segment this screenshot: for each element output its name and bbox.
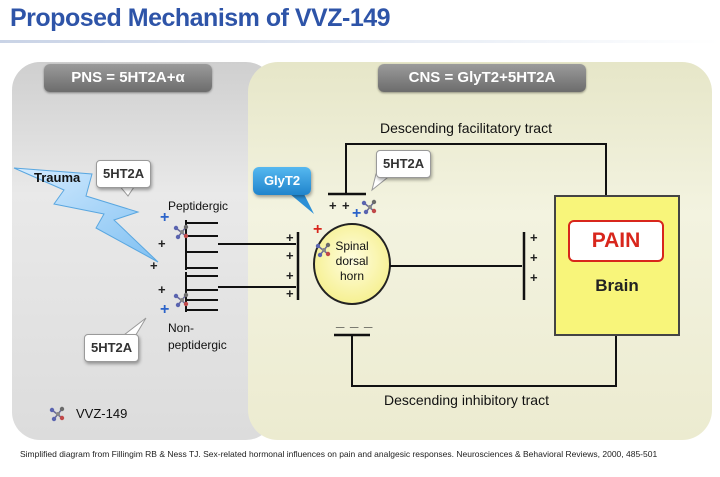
descending-inhibitory-tract [334, 333, 617, 387]
svg-text:+: + [530, 230, 538, 245]
brain-box [554, 195, 680, 336]
molecule-icon [173, 224, 189, 240]
svg-text:+: + [150, 258, 158, 273]
peptidergic-label: Peptidergic [168, 199, 229, 213]
svg-text:+: + [160, 301, 169, 318]
svg-text:+: + [286, 230, 294, 245]
lightning-bolt-icon [13, 167, 159, 263]
spinal-label-1: Spinal [335, 239, 369, 253]
svg-text:+: + [286, 286, 294, 301]
non-peptidergic-label-2: peptidergic [168, 338, 227, 352]
svg-text:+: + [530, 250, 538, 265]
title-divider [0, 40, 720, 43]
svg-text:+: + [530, 270, 538, 285]
svg-text:+: + [286, 268, 294, 283]
svg-text:+: + [329, 198, 337, 213]
svg-text:+: + [158, 282, 166, 297]
brain-label: Brain [595, 276, 639, 295]
spinal-label-2: dorsal [335, 254, 369, 268]
molecule-icon [49, 406, 65, 422]
svg-text:_: _ [363, 313, 373, 330]
molecule-icon [361, 199, 377, 215]
svg-text:+: + [286, 248, 294, 263]
pns-header: PNS = 5HT2A+α [44, 64, 212, 92]
molecule-icon [315, 242, 331, 258]
descending-facilitatory-tract [328, 143, 607, 196]
pain-label: PAIN [568, 220, 664, 262]
legend-vvz-149: VVZ-149 [76, 406, 128, 421]
descending-facilitatory-label: Descending facilitatory tract [380, 120, 552, 136]
svg-text:+: + [352, 205, 361, 222]
svg-text:+: + [160, 209, 169, 226]
page-title: Proposed Mechanism of VVZ-149 [10, 4, 391, 32]
svg-text:_: _ [335, 313, 345, 330]
cns-header: CNS = GlyT2+5HT2A [378, 64, 586, 92]
peptidergic-terminal [185, 220, 296, 270]
svg-text:+: + [158, 236, 166, 251]
spinal-label-3: horn [339, 269, 365, 283]
non-peptidergic-terminal [185, 272, 296, 312]
descending-inhibitory-label: Descending inhibitory tract [384, 392, 549, 408]
svg-text:_: _ [349, 313, 359, 330]
svg-text:+: + [313, 221, 322, 238]
callout-tail [290, 194, 314, 214]
spinal-dorsal-horn [313, 223, 391, 305]
citation-footnote: Simplified diagram from Fillingim RB & N… [20, 449, 658, 459]
molecule-icon [173, 292, 189, 308]
ht2a-callout-trauma: 5HT2A [96, 160, 152, 188]
ht2a-callout-non-peptidergic: 5HT2A [84, 334, 140, 362]
trauma-label: Trauma [34, 170, 81, 185]
non-peptidergic-label-1: Non- [168, 321, 195, 335]
ht2a-callout-cns: 5HT2A [376, 150, 432, 178]
charge-signs: + + + + + + + + + + + + + + + + _ _ _ [150, 198, 538, 330]
svg-text:+: + [342, 198, 350, 213]
glyt2-callout: GlyT2 [253, 167, 311, 195]
